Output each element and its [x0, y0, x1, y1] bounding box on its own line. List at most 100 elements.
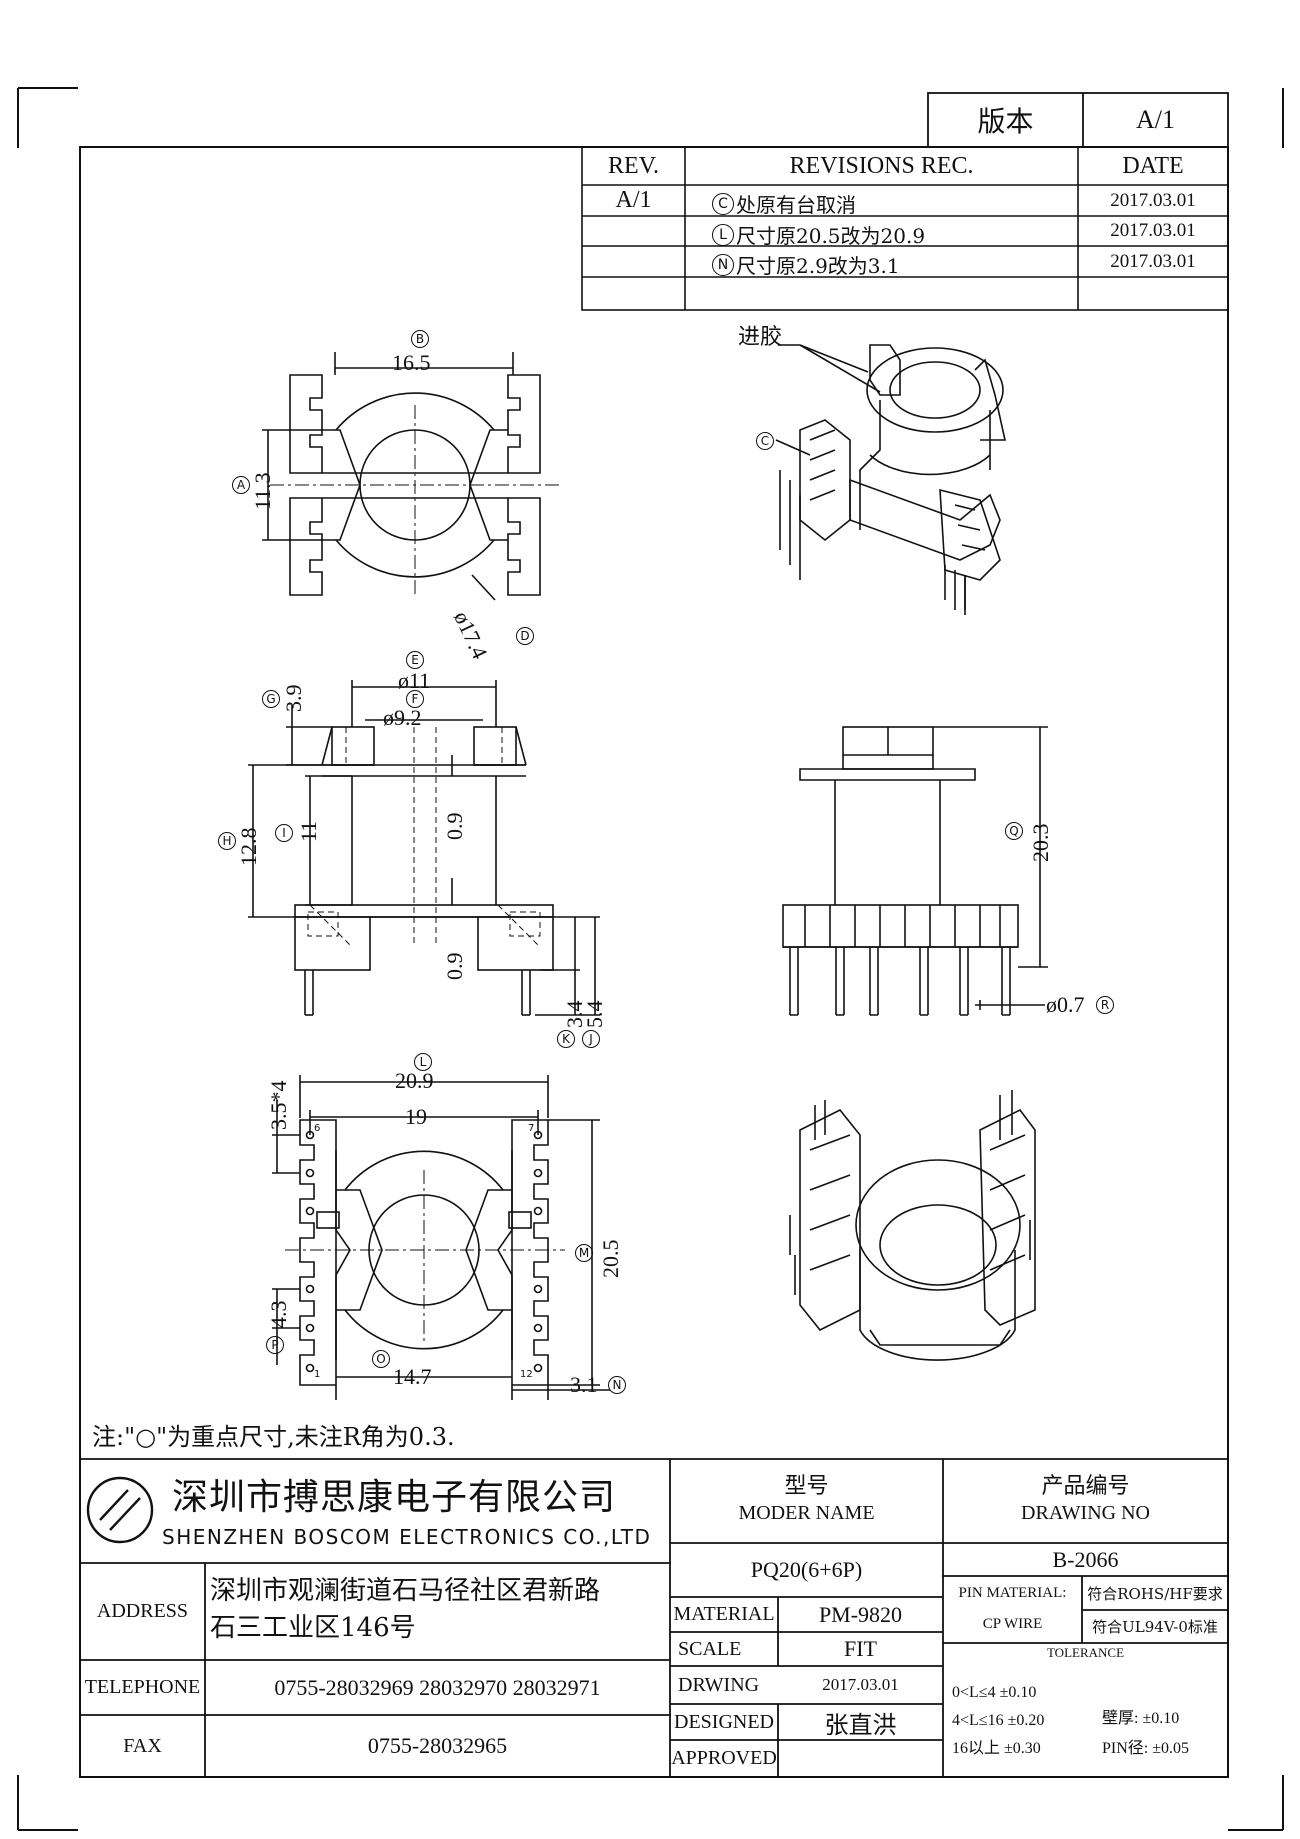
pin-number: 12	[520, 1369, 533, 1380]
model-label-cn: 型号	[784, 1474, 829, 1499]
designed-value: 张直洪	[824, 1710, 897, 1739]
company-logo	[86, 1476, 154, 1544]
dim-mark-j: J	[582, 1030, 600, 1048]
dim-mark-l: L	[414, 1053, 432, 1071]
crop-marks	[17, 87, 1284, 1831]
dim-f: ø9.2	[383, 705, 422, 730]
dim-19: 19	[405, 1104, 427, 1129]
dim-mark-h: H	[218, 832, 236, 850]
pin-number: 6	[314, 1123, 321, 1134]
revision-date: 2017.03.01	[1110, 220, 1196, 241]
pin-material-label: PIN MATERIAL:	[958, 1584, 1067, 1601]
side-view	[248, 680, 600, 1016]
drwing-value: 2017.03.01	[822, 1675, 899, 1694]
model-label-en: MODER NAME	[738, 1501, 875, 1524]
dim-mark-a: A	[232, 476, 250, 494]
dim-wall-bottom: 0.9	[442, 952, 467, 981]
dim-g: 3.9	[281, 684, 306, 713]
revisions-rec-header: REVISIONS REC.	[789, 152, 974, 179]
dim-mark-i: I	[275, 824, 293, 842]
revision-date: 2017.03.01	[1110, 250, 1196, 272]
fax-value: 0755-28032965	[367, 1733, 508, 1758]
rev-value: A/1	[615, 187, 652, 213]
front-view	[782, 726, 1048, 1016]
address-line2: 石三工业区146号	[210, 1613, 416, 1643]
pin-number: 7	[528, 1123, 535, 1134]
dim-wall-top: 0.9	[442, 812, 467, 841]
title-block-lines	[80, 1458, 1228, 1777]
tolerance-row-2: 4<L≤16 ±0.20	[952, 1712, 1045, 1729]
dim-p: 4.3	[266, 1300, 291, 1329]
dim-mark-g: G	[262, 690, 280, 708]
dim-mark-m: M	[575, 1244, 593, 1262]
dim-j: 5.4	[582, 1000, 607, 1029]
dim-o: 14.7	[393, 1364, 432, 1389]
scale-value: FIT	[844, 1636, 877, 1661]
dim-mark-d: D	[516, 627, 534, 645]
iso-view-top	[775, 344, 1006, 615]
pin-tolerance: PIN径: ±0.05	[1102, 1740, 1190, 1757]
dim-i: 11	[296, 820, 321, 842]
dim-mark-k: K	[557, 1030, 575, 1048]
designed-label: DESIGNED	[674, 1710, 774, 1733]
ul-compliance: 符合UL94V-0标准	[1092, 1618, 1218, 1636]
telephone-value: 0755-28032969 28032970 28032971	[274, 1674, 601, 1700]
rev-header: REV.	[608, 152, 659, 179]
dim-q: 20.3	[1028, 823, 1053, 863]
dim-mark-r: R	[1096, 996, 1114, 1014]
revision-table-lines	[581, 146, 1229, 311]
address-line1: 深圳市观澜街道石马径社区君新路	[210, 1576, 601, 1606]
dim-mark-f: F	[406, 690, 424, 708]
company-name-en: SHENZHEN BOSCOM ELECTRONICS CO.,LTD	[162, 1525, 652, 1549]
revision-mark: L	[712, 223, 734, 246]
dim-mark-o: O	[372, 1350, 390, 1368]
drawing-note: 注:"○"为重点尺寸,未注R角为0.3.	[92, 1423, 455, 1451]
rohs-compliance: 符合ROHS/HF要求	[1087, 1584, 1223, 1603]
dim-m: 20.5	[598, 1239, 623, 1279]
drawing-no-value: B-2066	[1052, 1546, 1119, 1572]
material-label: MATERIAL	[673, 1603, 775, 1625]
dim-mark-n: N	[608, 1376, 626, 1394]
drawing-no-label-cn: 产品编号	[1041, 1474, 1130, 1499]
address-label: ADDRESS	[96, 1600, 189, 1622]
date-header: DATE	[1122, 152, 1184, 179]
top-view	[262, 352, 560, 601]
version-label: 版本	[977, 105, 1034, 138]
dim-l: 20.9	[395, 1068, 434, 1093]
dim-n: 3.1	[570, 1372, 598, 1397]
tolerance-row-1: 0<L≤4 ±0.10	[952, 1684, 1037, 1701]
dim-mark-e: E	[406, 651, 424, 669]
revision-text: 处原有台取消	[736, 193, 856, 217]
revision-date: 2017.03.01	[1110, 189, 1196, 211]
dim-pitch: 3.5*4	[266, 1080, 291, 1131]
revision-text: 尺寸原2.9改为3.1	[736, 254, 900, 278]
material-value: PM-9820	[818, 1601, 903, 1627]
dim-mark-p: P	[266, 1336, 284, 1354]
wall-tolerance: 壁厚: ±0.10	[1102, 1710, 1180, 1727]
scale-label: SCALE	[678, 1637, 742, 1660]
tolerance-label: TOLERANCE	[1046, 1645, 1125, 1660]
drawing-no-label-en: DRAWING NO	[1021, 1501, 1150, 1524]
revision-row: C 处原有台取消	[712, 189, 856, 218]
revision-mark: C	[712, 192, 734, 215]
bottom-view	[272, 1075, 610, 1400]
approved-label: APPROVED	[671, 1747, 777, 1769]
pin-number: 1	[314, 1369, 321, 1380]
gate-label: 进胶	[738, 325, 783, 350]
model-value: PQ20(6+6P)	[750, 1557, 863, 1582]
tolerance-row-3: 16以上 ±0.30	[952, 1740, 1041, 1757]
revision-row: L 尺寸原20.5改为20.9	[712, 220, 925, 249]
version-value: A/1	[1136, 105, 1175, 134]
company-name-cn: 深圳市搏思康电子有限公司	[172, 1477, 617, 1518]
dim-e: ø11	[398, 668, 431, 693]
dim-a: 11.3	[250, 472, 275, 510]
revision-mark: N	[712, 253, 734, 276]
approved-value	[778, 1740, 943, 1777]
fax-label: FAX	[123, 1734, 162, 1757]
dim-mark-b: B	[411, 330, 429, 348]
revision-row: N 尺寸原2.9改为3.1	[712, 250, 900, 279]
pin-material-value: CP WIRE	[982, 1615, 1043, 1632]
telephone-label: TELEPHONE	[84, 1676, 201, 1698]
dim-b: 16.5	[392, 350, 431, 375]
